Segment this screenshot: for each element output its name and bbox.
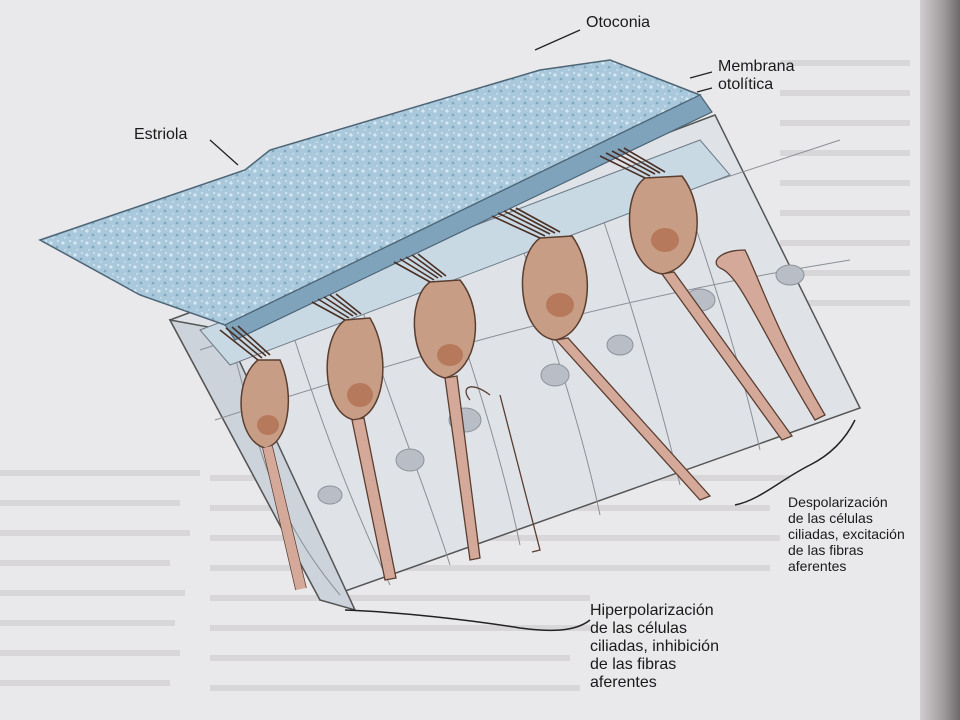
depolarization-bracket bbox=[734, 419, 856, 506]
otolithic-membrane-top bbox=[38, 59, 702, 326]
hair-cell bbox=[311, 293, 397, 581]
label-otoconia: Otoconia bbox=[586, 14, 651, 31]
label-hiperpolarizacion: Hiperpolarización de las células ciliada… bbox=[590, 602, 719, 691]
book-page-edge bbox=[920, 0, 960, 720]
hair-cell bbox=[491, 207, 712, 501]
label-estriola: Estriola bbox=[134, 126, 188, 143]
label-despolarizacion: Despolarización de las células ciliadas,… bbox=[788, 494, 905, 574]
otolithic-membrane-edge bbox=[224, 94, 713, 341]
hyperpolarization-bracket bbox=[344, 609, 591, 632]
hair-cells bbox=[219, 147, 826, 591]
hair-cell bbox=[393, 253, 541, 561]
label-membrana-otolitica: Membrana otolítica bbox=[718, 58, 795, 93]
label-leader-lines bbox=[209, 29, 713, 166]
hair-cell bbox=[219, 325, 307, 591]
hair-cell bbox=[599, 147, 826, 441]
supporting-cell-nuclei bbox=[317, 264, 805, 505]
